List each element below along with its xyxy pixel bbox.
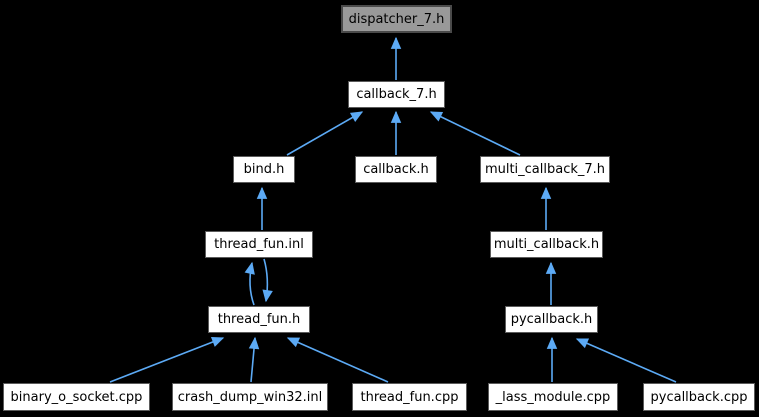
edge-thread-fun-cpp-to-thread-fun-h [286,337,389,383]
node-pycallback-h[interactable]: pycallback.h [505,306,598,333]
node-multi-callback-7-h[interactable]: multi_callback_7.h [480,156,610,183]
node-callback-7-h[interactable]: callback_7.h [348,81,445,108]
edge-thread-fun-inl-to-thread-fun-h [262,258,273,303]
node-lass-module-cpp[interactable]: _lass_module.cpp [488,383,618,411]
node-bind-h[interactable]: bind.h [233,156,295,183]
edge-bind-h-to-callback-7-h [286,111,364,156]
node-thread-fun-h[interactable]: thread_fun.h [208,306,310,333]
edge-multi-callback-7-h-to-callback-7-h [429,111,521,156]
edge-pycallback-cpp-to-pycallback-h [575,338,677,383]
node-crash-dump-win32-inl[interactable]: crash_dump_win32.inl [172,383,328,411]
edge-crash-dump-win32-inl-to-thread-fun-h [248,336,260,383]
node-dispatcher-7-h[interactable]: dispatcher_7.h [341,5,452,33]
node-binary-o-socket-cpp[interactable]: binary_o_socket.cpp [3,383,150,411]
node-thread-fun-cpp[interactable]: thread_fun.cpp [352,383,467,411]
edge-binary-o-socket-cpp-to-thread-fun-h [109,337,225,383]
edge-thread-fun-h-to-thread-fun-inl [244,261,255,306]
node-pycallback-cpp[interactable]: pycallback.cpp [643,383,755,411]
node-multi-callback-h[interactable]: multi_callback.h [490,231,603,258]
node-thread-fun-inl[interactable]: thread_fun.inl [205,231,313,258]
node-callback-h[interactable]: callback.h [355,156,437,183]
